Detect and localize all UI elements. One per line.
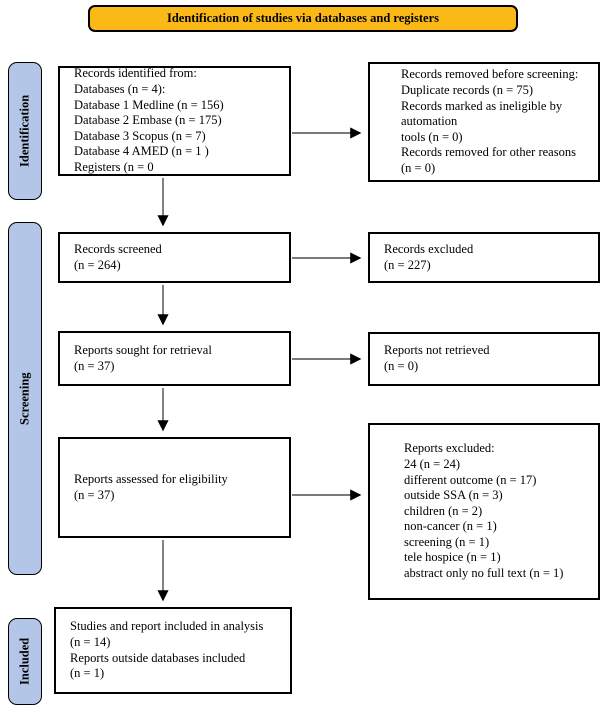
stage-label-screening: Screening — [8, 222, 42, 575]
box-text-line: (n = 227) — [384, 257, 431, 272]
stage-label-identification: Identification — [8, 62, 42, 200]
box-text-line: Database 3 Scopus (n = 7) — [74, 128, 206, 143]
box-text-line: non-cancer (n = 1) — [404, 519, 497, 534]
box-text-line: Databases (n = 4): — [74, 82, 166, 97]
box-text-line: abstract only no full text (n = 1) — [404, 566, 564, 581]
box-text-line: Studies and report included in analysis — [70, 619, 264, 634]
box-text-line: (n = 37) — [74, 358, 115, 373]
box-text-line: Records identified from: — [74, 66, 197, 81]
box-text-line: Reports sought for retrieval — [74, 342, 212, 357]
box-text-line: Database 1 Medline (n = 156) — [74, 97, 224, 112]
box-text-line: children (n = 2) — [404, 503, 483, 518]
box-text-line: tele hospice (n = 1) — [404, 550, 501, 565]
box-text-line: (n = 0) — [401, 160, 436, 175]
box-text-line: automation — [401, 114, 458, 129]
box-records-excluded: Records excluded(n = 227) — [368, 232, 600, 283]
banner-title: Identification of studies via databases … — [88, 5, 518, 32]
box-text-line: 24 (n = 24) — [404, 456, 460, 471]
box-reports-sought: Reports sought for retrieval(n = 37) — [58, 331, 291, 386]
box-text-line: (n = 37) — [74, 487, 115, 502]
box-reports-assessed: Reports assessed for eligibility(n = 37) — [58, 437, 291, 538]
box-text-line: Reports assessed for eligibility — [74, 471, 228, 486]
box-text-line: Reports excluded: — [404, 441, 495, 456]
box-text-line: Reports not retrieved — [384, 343, 490, 358]
box-text-line: (n = 1) — [70, 666, 105, 681]
box-text-line: Database 4 AMED (n = 1 ) — [74, 144, 209, 159]
box-text-line: screening (n = 1) — [404, 534, 490, 549]
box-text-line: Records removed before screening: — [401, 67, 579, 82]
box-text-line: Registers (n = 0 — [74, 159, 154, 174]
box-text-line: Records removed for other reasons — [401, 145, 576, 160]
box-text-line: Duplicate records (n = 75) — [401, 83, 534, 98]
box-text-line: Records marked as ineligible by — [401, 98, 563, 113]
box-records-identified: Records identified from:Databases (n = 4… — [58, 66, 291, 176]
box-text-line: Database 2 Embase (n = 175) — [74, 113, 222, 128]
box-text-line: (n = 264) — [74, 257, 121, 272]
box-text-line: different outcome (n = 17) — [404, 472, 537, 487]
box-studies-included: Studies and report included in analysis(… — [54, 607, 292, 694]
stage-label-included: Included — [8, 618, 42, 705]
box-reports-excluded: Reports excluded:24 (n = 24)different ou… — [368, 423, 600, 600]
box-text-line: Reports outside databases included — [70, 650, 246, 665]
box-records-removed: Records removed before screening:Duplica… — [368, 62, 600, 182]
box-records-screened: Records screened(n = 264) — [58, 232, 291, 283]
box-reports-not-retrieved: Reports not retrieved(n = 0) — [368, 332, 600, 386]
box-text-line: Records excluded — [384, 241, 474, 256]
box-text-line: tools (n = 0) — [401, 129, 463, 144]
box-text-line: Records screened — [74, 241, 162, 256]
box-text-line: (n = 0) — [384, 359, 419, 373]
box-text-line: (n = 14) — [70, 634, 111, 649]
box-text-line: outside SSA (n = 3) — [404, 488, 503, 503]
